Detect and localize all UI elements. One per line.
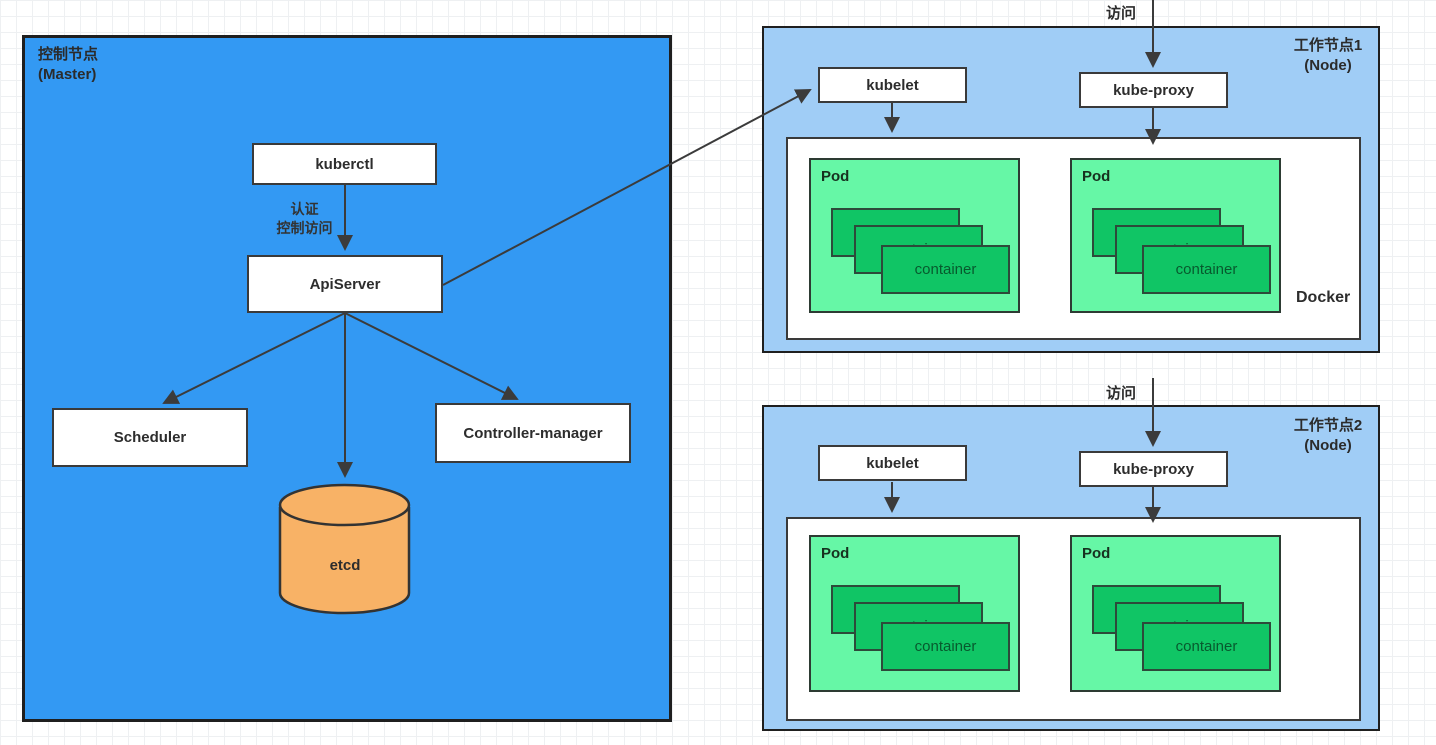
- master-title-line2: (Master): [38, 66, 97, 83]
- pod-label: Pod: [1082, 545, 1111, 562]
- node2-kubelet-box: kubelet: [818, 445, 967, 481]
- pod-label: Pod: [1082, 168, 1111, 185]
- scheduler-label: Scheduler: [113, 429, 187, 446]
- master-title-line1: 控制节点: [38, 46, 99, 63]
- etcd-cylinder: [278, 483, 411, 615]
- controller-manager-box: Controller-manager: [435, 403, 631, 463]
- apiserver-box: ApiServer: [247, 255, 443, 313]
- master-title: 控制节点 (Master): [38, 45, 98, 85]
- pod-label: Pod: [821, 545, 850, 562]
- node1-docker-label: Docker: [1296, 289, 1351, 306]
- container-box: container: [881, 622, 1010, 671]
- node1-pod-1: Pod container container container: [809, 158, 1020, 313]
- container-box: container: [1142, 622, 1271, 671]
- container-box: container: [1142, 245, 1271, 294]
- auth-label-line1: 认证: [290, 201, 319, 217]
- node1-title: 工作节点1 (Node): [1278, 36, 1378, 76]
- pod-label: Pod: [821, 168, 850, 185]
- node2-access-label: 访问: [1105, 385, 1136, 402]
- node2-kube-proxy-box: kube-proxy: [1079, 451, 1228, 487]
- kube-proxy-label: kube-proxy: [1113, 81, 1194, 99]
- node1-title-line1: 工作节点1: [1293, 37, 1363, 54]
- node1-pod-2: Pod container container container: [1070, 158, 1281, 313]
- kube-proxy-label: kube-proxy: [1113, 460, 1194, 478]
- container-box: container: [881, 245, 1010, 294]
- node2-pod-1: Pod container container container: [809, 535, 1020, 692]
- node2-title-line2: (Node): [1304, 437, 1352, 454]
- kubelet-label: kubelet: [866, 454, 919, 472]
- kuberctl-label: kuberctl: [315, 155, 374, 173]
- node2-title-line1: 工作节点2: [1293, 417, 1363, 434]
- etcd-label: etcd: [329, 557, 361, 574]
- node1-kubelet-box: kubelet: [818, 67, 967, 103]
- auth-label-line2: 控制访问: [276, 220, 333, 236]
- controller-manager-label: Controller-manager: [463, 424, 603, 442]
- node1-kube-proxy-box: kube-proxy: [1079, 72, 1228, 108]
- scheduler-box: Scheduler: [52, 408, 248, 467]
- apiserver-label: ApiServer: [309, 275, 381, 293]
- node2-pod-2: Pod container container container: [1070, 535, 1281, 692]
- auth-label: 认证 控制访问: [257, 200, 352, 238]
- kuberctl-box: kuberctl: [252, 143, 437, 185]
- node2-title: 工作节点2 (Node): [1278, 416, 1378, 456]
- kubelet-label: kubelet: [866, 76, 919, 94]
- node1-title-line2: (Node): [1304, 57, 1352, 74]
- node1-access-label: 访问: [1105, 5, 1136, 22]
